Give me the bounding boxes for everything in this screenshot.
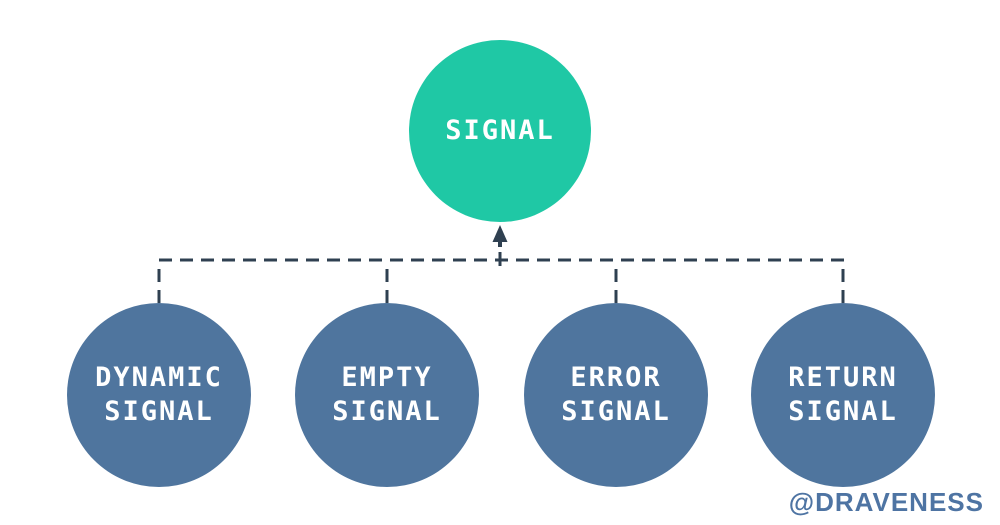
- node-error-signal: ERROR SIGNAL: [524, 303, 708, 487]
- node-signal: SIGNAL: [409, 40, 591, 222]
- node-empty-signal-line2: SIGNAL: [332, 396, 442, 427]
- node-dynamic-signal-line2: SIGNAL: [104, 396, 214, 427]
- node-error-signal-line2: SIGNAL: [561, 396, 671, 427]
- node-empty-signal-line1: EMPTY: [341, 361, 433, 393]
- node-return-signal-line2: SIGNAL: [788, 396, 898, 427]
- node-dynamic-signal-line1: DYNAMIC: [95, 361, 223, 393]
- node-dynamic-signal: DYNAMIC SIGNAL: [67, 303, 251, 487]
- node-empty-signal: EMPTY SIGNAL: [295, 303, 479, 487]
- node-return-signal-line1: RETURN: [788, 361, 898, 393]
- node-return-signal: RETURN SIGNAL: [751, 303, 935, 487]
- node-signal-label: SIGNAL: [445, 114, 555, 146]
- watermark: @DRAVENESS: [788, 487, 984, 517]
- node-error-signal-line1: ERROR: [570, 361, 662, 393]
- arrow-up-icon: [492, 225, 508, 242]
